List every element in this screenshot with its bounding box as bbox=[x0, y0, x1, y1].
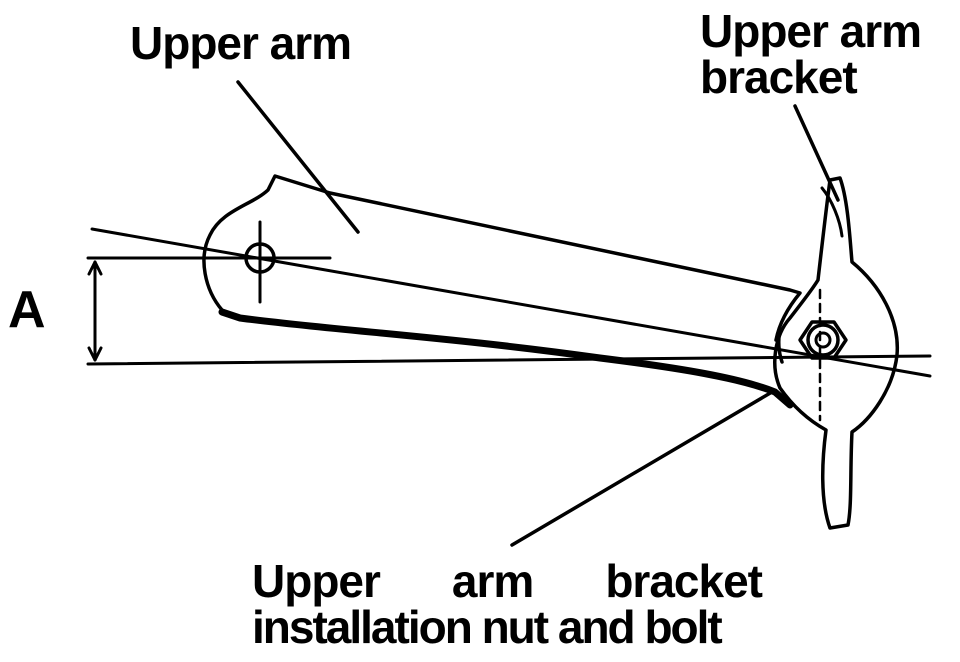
nut-bolt-word-bracket: bracket bbox=[605, 555, 763, 607]
leader-nut-bolt bbox=[510, 390, 774, 547]
upper-arm-bracket-label: Upper arm bracket bbox=[700, 5, 922, 103]
bracket-label-line2: bracket bbox=[700, 51, 858, 103]
nut-bolt-label-line2: installation nut and bolt bbox=[252, 601, 723, 653]
bracket-nut bbox=[776, 320, 848, 364]
upper-arm-body bbox=[202, 174, 802, 342]
leader-upper-arm bbox=[236, 80, 360, 234]
upper-arm-lower-edge bbox=[218, 308, 794, 409]
upper-arm-label: Upper arm bbox=[130, 17, 352, 69]
arm-axis-line bbox=[90, 227, 932, 378]
dimension-a-label: A bbox=[8, 281, 46, 339]
lower-reference-line bbox=[86, 354, 932, 366]
nut-bolt-label: Upper arm bracket installation nut and b… bbox=[252, 555, 763, 653]
bracket-label-line1: Upper arm bbox=[700, 5, 922, 57]
dimension-a-arrow bbox=[87, 260, 103, 362]
bracket-inner-edge bbox=[820, 186, 844, 238]
nut-bolt-label-line1: Upper arm bracket bbox=[252, 555, 763, 607]
leader-bracket bbox=[793, 104, 840, 202]
upper-arm-bracket bbox=[773, 176, 900, 530]
nut-bolt-word-arm: arm bbox=[451, 555, 534, 607]
nut-bolt-word-upper: Upper bbox=[252, 555, 381, 607]
upper-pivot-bushing bbox=[244, 220, 276, 304]
